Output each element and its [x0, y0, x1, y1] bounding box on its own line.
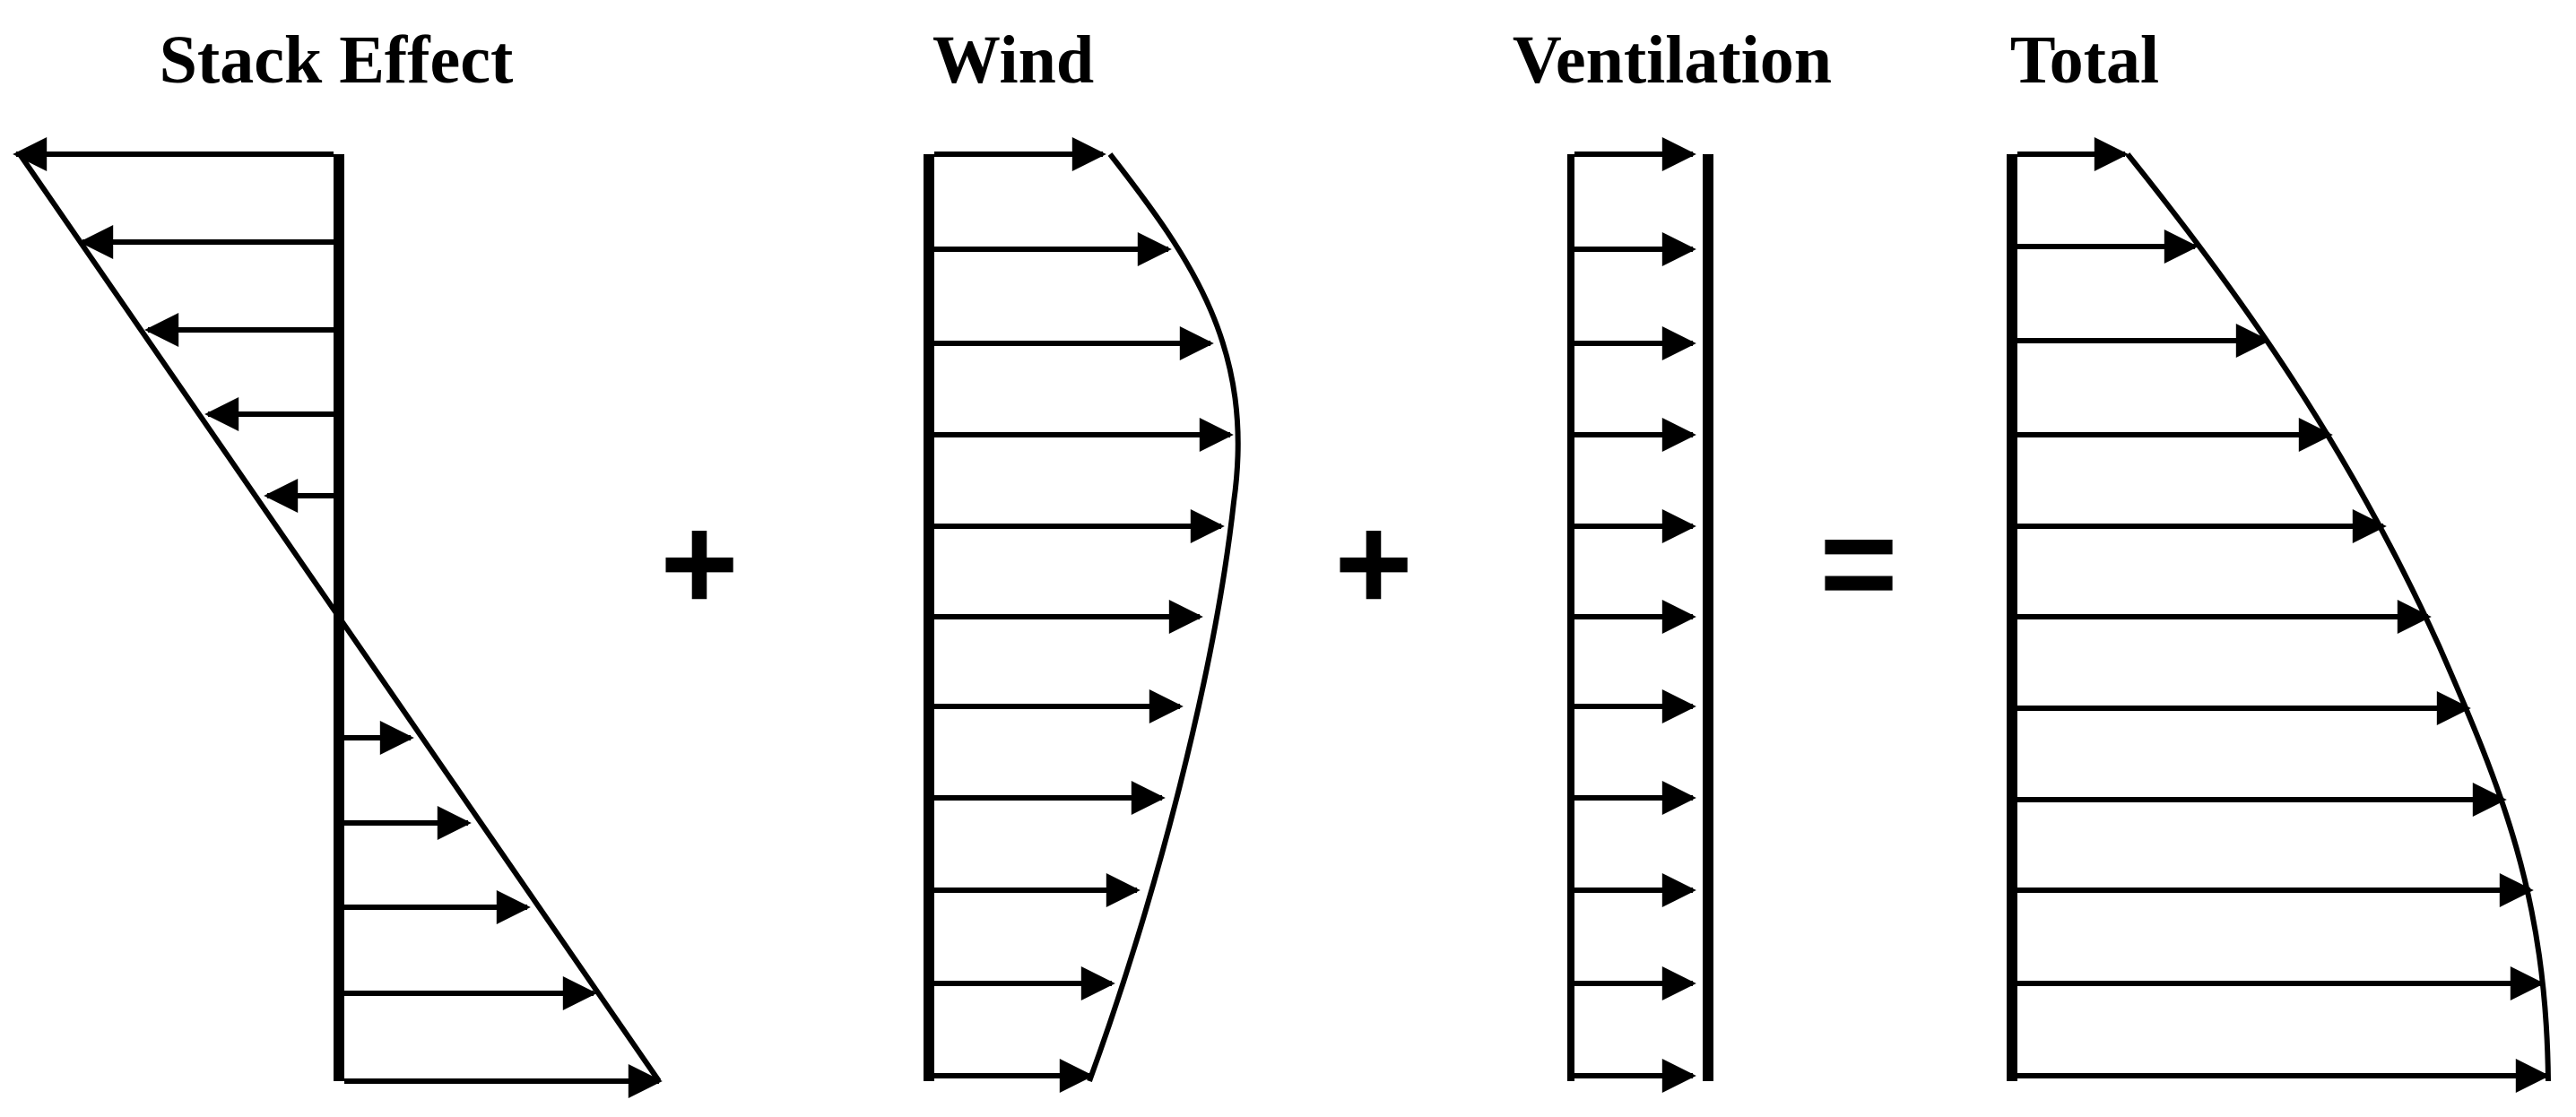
plus-operator-2: + [1334, 488, 1413, 638]
ventilation-title: Ventilation [1513, 22, 1832, 98]
total-panel [2007, 137, 2551, 1093]
plus-operator-1: + [660, 488, 739, 638]
total-title: Total [2010, 22, 2159, 98]
wind-panel [924, 137, 1241, 1093]
wind-title: Wind [932, 22, 1094, 98]
equals-operator: = [1819, 488, 1898, 638]
wind-profile-curve [1087, 152, 1241, 1083]
total-profile-curve [2125, 152, 2551, 1082]
ventilation-panel [1567, 137, 1713, 1093]
stack-effect-panel [13, 137, 663, 1098]
stack-effect-profile-line [17, 152, 662, 1083]
stack-effect-title: Stack Effect [160, 22, 514, 98]
